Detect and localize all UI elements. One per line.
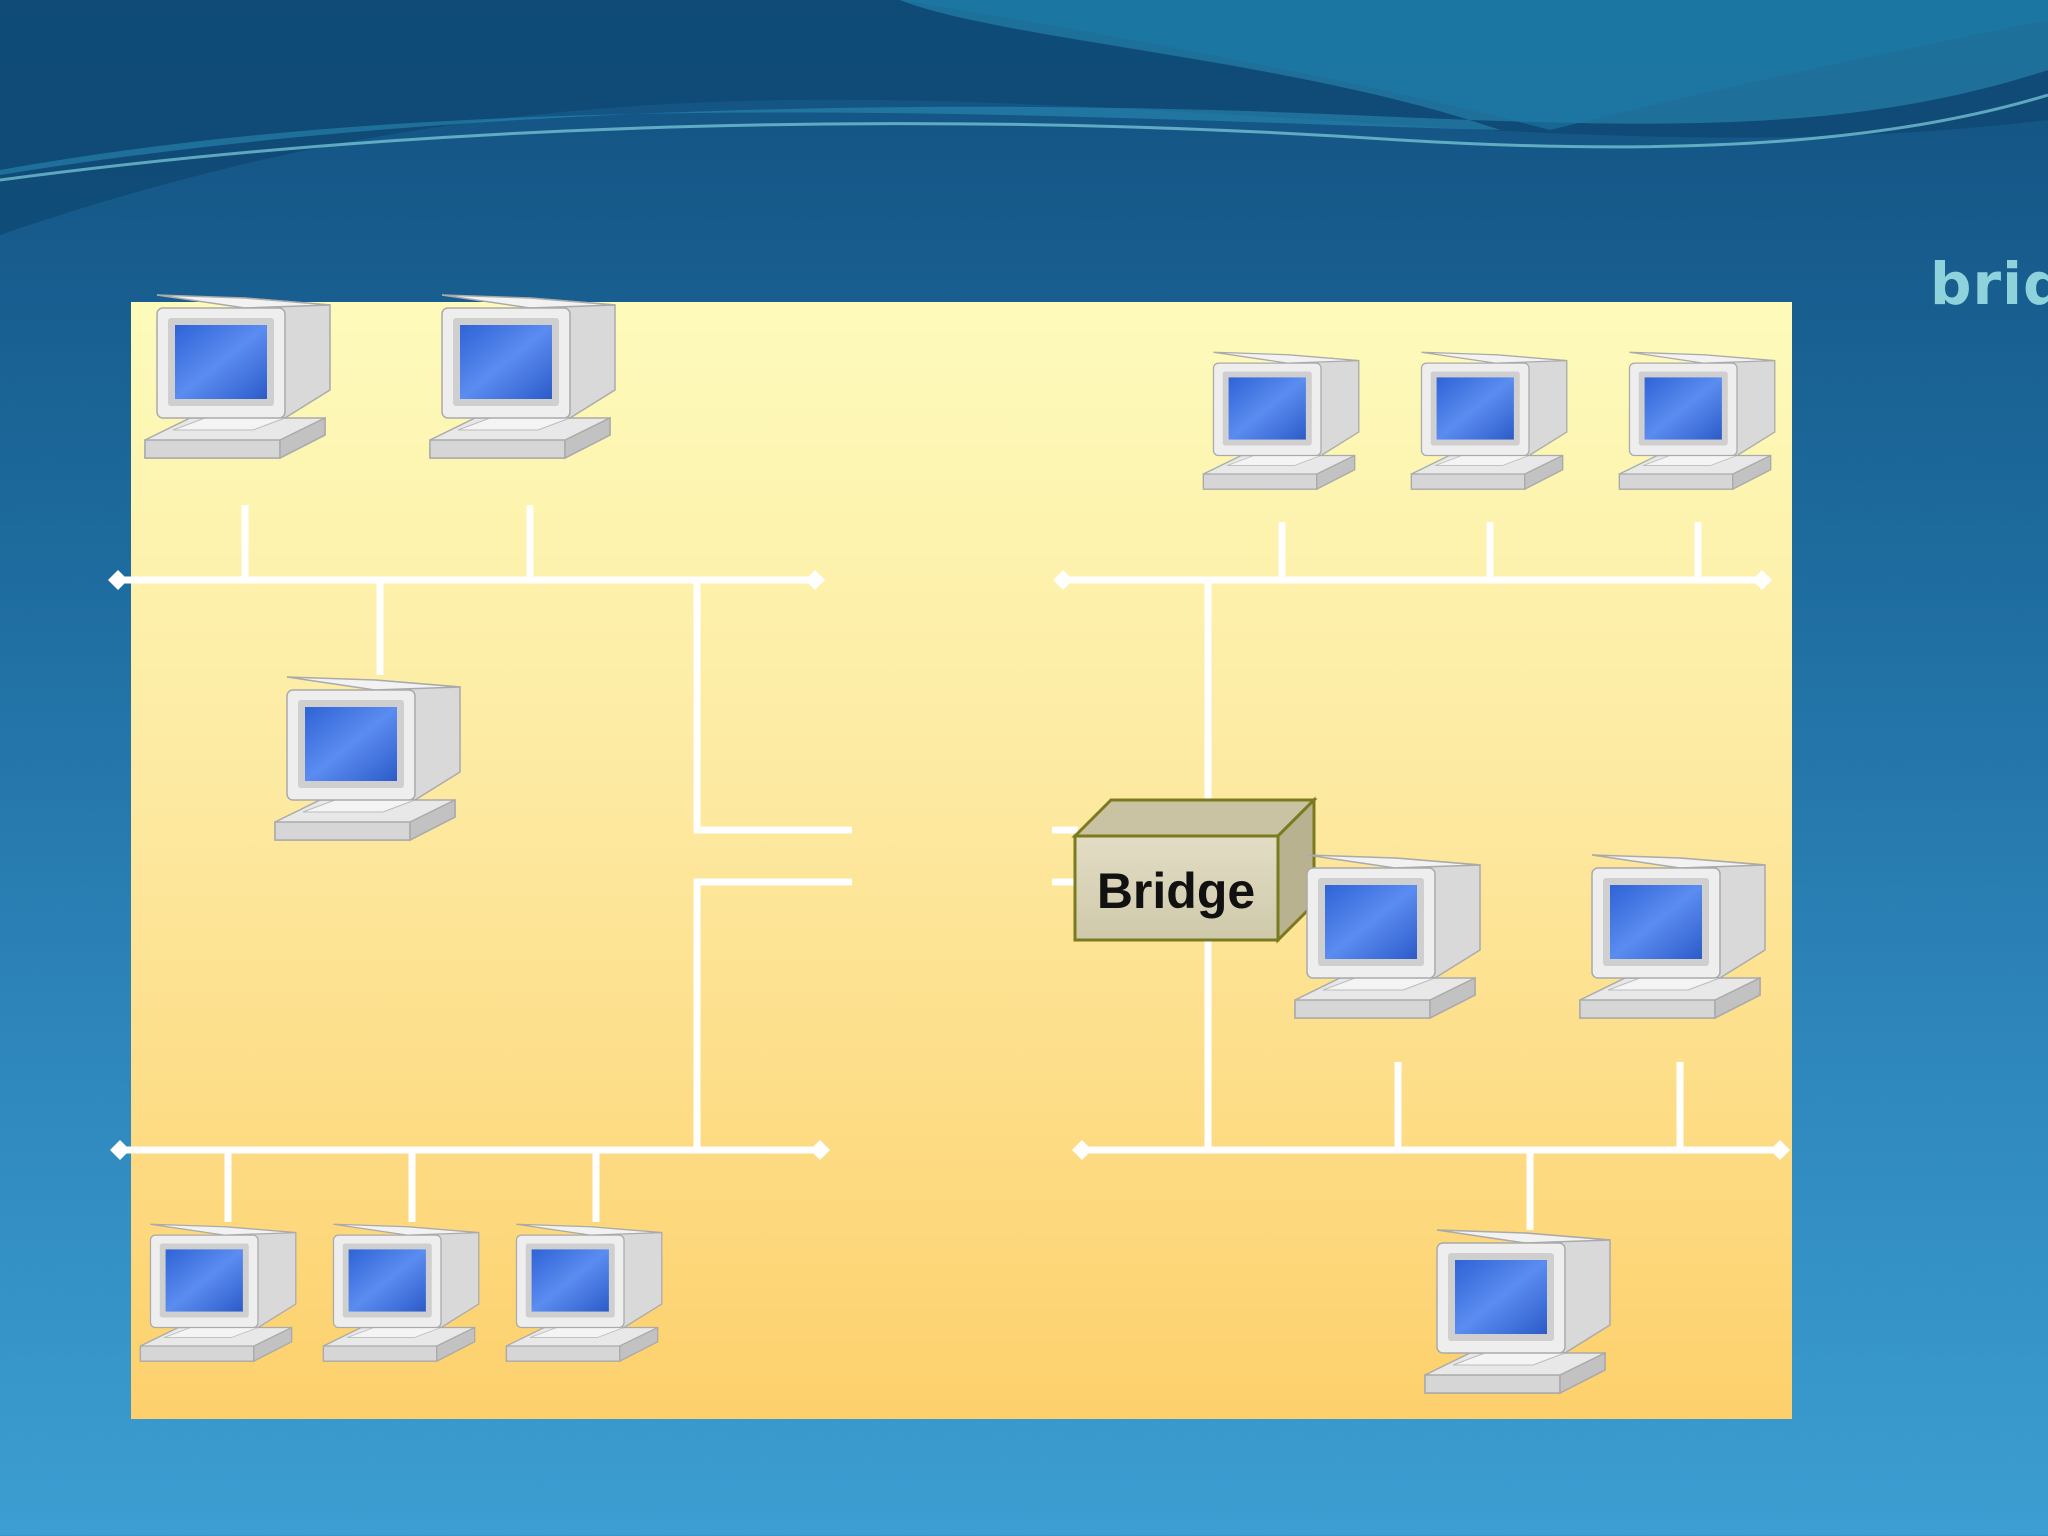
computer-icon	[1410, 351, 1568, 490]
computer-icon	[1294, 854, 1481, 1019]
computer-icon	[1424, 1229, 1611, 1394]
computer-icon	[505, 1223, 663, 1362]
bottom-right-lan	[1294, 854, 1766, 1394]
computer-icon	[139, 1223, 297, 1362]
computer-icon	[274, 676, 461, 841]
ethernet-cables	[118, 505, 1780, 1230]
computer-icon	[1618, 351, 1776, 490]
bridge-device: Bridge	[1071, 796, 1318, 944]
bottom-left-lan	[139, 1223, 663, 1362]
slide-title: brid	[1930, 250, 2048, 318]
cable-terminators	[108, 570, 1790, 1160]
computer-icon	[144, 294, 331, 459]
computer-icon	[1579, 854, 1766, 1019]
top-left-lan	[144, 294, 616, 841]
computer-icon	[429, 294, 616, 459]
top-right-lan	[1202, 351, 1776, 490]
computer-icon	[1202, 351, 1360, 490]
bridge-label: Bridge	[1097, 863, 1255, 919]
computer-icon	[322, 1223, 480, 1362]
